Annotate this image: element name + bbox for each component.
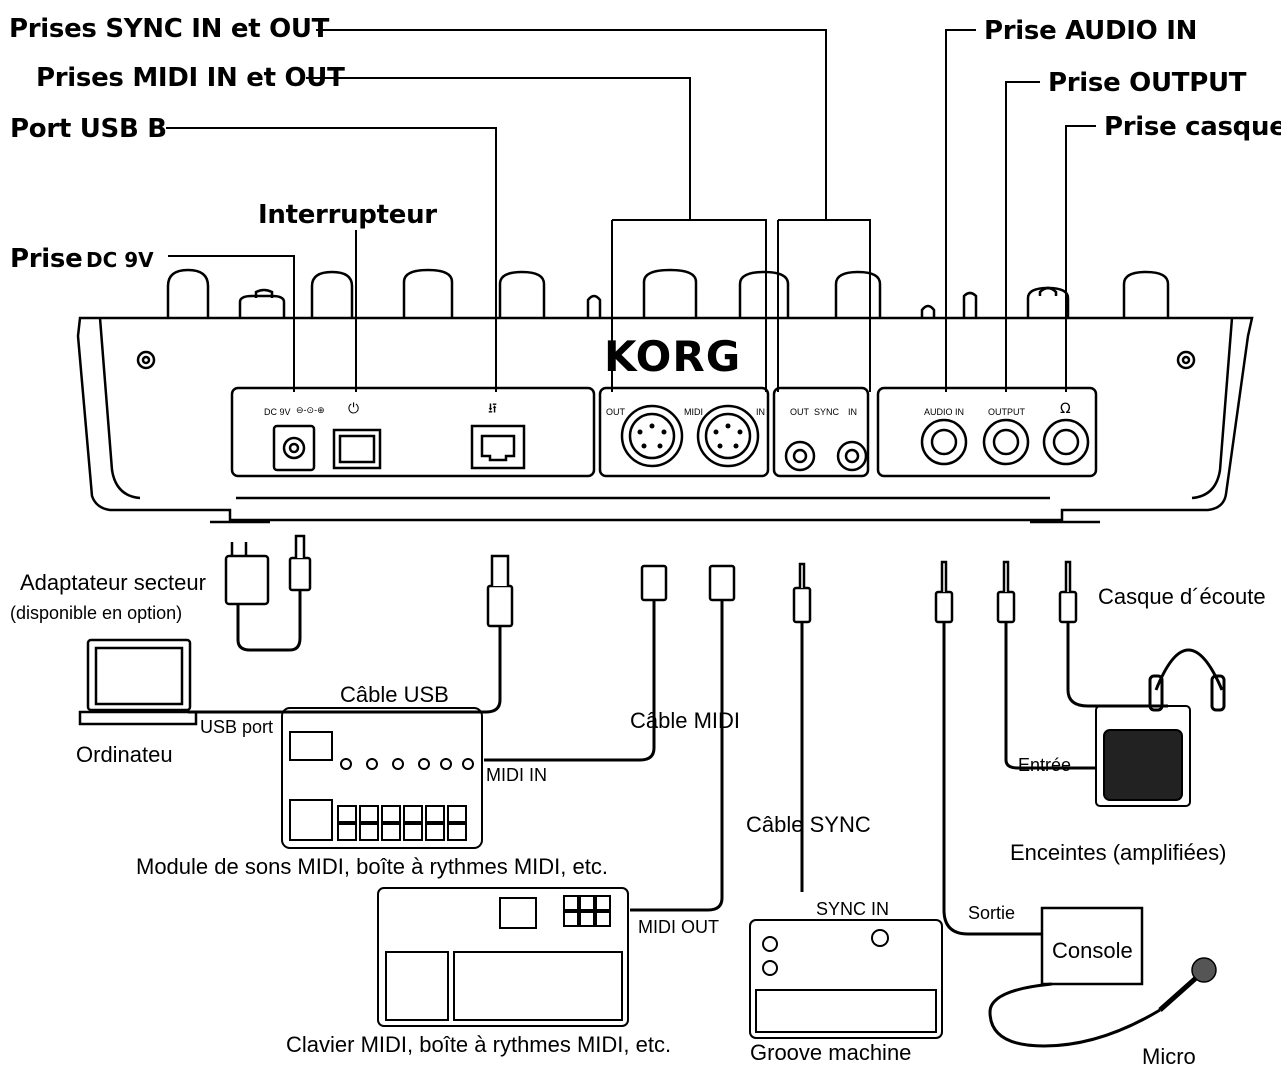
audio-in-panel-label: AUDIO IN (924, 407, 965, 417)
power-switch[interactable] (332, 428, 382, 470)
speaker (1095, 705, 1191, 807)
headphones (1148, 648, 1226, 712)
midi-panel-label: MIDI (684, 407, 703, 417)
sync-cable-label: Câble SYNC (746, 812, 871, 837)
phones-jack[interactable] (1042, 418, 1090, 466)
sync-out-jack[interactable] (784, 440, 816, 472)
sync-in-jack[interactable] (836, 440, 868, 472)
dc-panel-label: DC 9V (264, 407, 291, 417)
output-callout: Prise OUTPUT (1048, 68, 1247, 98)
headphones-icon: Ω (1060, 401, 1071, 417)
midi-plug-2 (708, 564, 736, 602)
audio-in-callout: Prise AUDIO IN (984, 16, 1198, 46)
sync-panel-label: SYNC (814, 407, 840, 417)
console-output-label: Sortie (968, 903, 1016, 923)
midi-jacks-callout: Prises MIDI IN et OUT (36, 63, 345, 93)
power-switch-callout: Interrupteur (258, 200, 437, 230)
usb-b-port[interactable] (470, 424, 526, 470)
ac-adapter (224, 554, 270, 606)
adapter-note: (disponible en option) (10, 603, 183, 623)
adapter-label: Adaptateur secteur (20, 570, 206, 595)
console (1040, 906, 1144, 986)
console-label: Console (1052, 938, 1133, 963)
korg-logo: KORG (604, 332, 742, 381)
cables (188, 582, 1168, 1048)
usb-plug (486, 584, 514, 628)
keyboard-label: Clavier MIDI, boîte à rythmes MIDI, etc. (286, 1032, 672, 1057)
computer-label: Ordinateu (76, 742, 173, 767)
sound-module (281, 707, 483, 849)
midi-pins (637, 423, 743, 449)
dc-jack-callout: Prise (10, 244, 83, 274)
headphones-label: Casque d´écoute (1098, 584, 1266, 609)
dc-jack-callout-suffix: DC 9V (86, 248, 154, 272)
module-midi-in-label: MIDI IN (486, 765, 547, 785)
power-icon: ⏻ (348, 401, 360, 417)
midi-out-panel-label: OUT (606, 407, 625, 417)
sync-in-panel-label: IN (848, 407, 857, 417)
laptop (78, 638, 198, 726)
top-knobs (166, 268, 1170, 318)
sync-out-panel-label: OUT (790, 407, 809, 417)
audio-in-jack[interactable] (920, 418, 968, 466)
midi-in-panel-label: IN (756, 407, 765, 417)
speaker-brand: KORG (1124, 713, 1150, 722)
groove-machine (749, 919, 943, 1039)
dc-jack[interactable] (272, 424, 316, 472)
output-jack[interactable] (982, 418, 1030, 466)
midi-in-jack[interactable] (696, 404, 760, 468)
midi-out-jack[interactable] (620, 404, 684, 468)
usb-port-label: USB port (200, 717, 274, 737)
usb-port-callout: Port USB B (10, 114, 167, 144)
usb-cable-label: Câble USB (340, 682, 449, 707)
microphone (1158, 957, 1217, 1012)
plugs (224, 534, 1078, 628)
output-panel-label: OUTPUT (988, 407, 1025, 417)
speakers-label: Enceintes (amplifiées) (1010, 840, 1227, 865)
sync-jacks-callout: Prises SYNC IN et OUT (9, 14, 330, 44)
sync-plug (792, 586, 812, 624)
midi-plug-1 (640, 564, 668, 602)
module-label: Module de sons MIDI, boîte à rythmes MID… (136, 854, 608, 879)
usb-icon: ⭿ (488, 401, 498, 417)
dc-polarity-icon: ⊖-⊙-⊕ (296, 405, 325, 415)
keyboard-midi-out-label: MIDI OUT (638, 917, 719, 937)
synth-body (76, 316, 1254, 524)
groove-label: Groove machine (750, 1040, 912, 1065)
speaker-input-label: Entrée (1018, 755, 1072, 775)
phones-callout: Prise casque (1104, 112, 1281, 142)
groove-sync-in-label: SYNC IN (816, 899, 890, 919)
micro-label: Micro (1142, 1044, 1196, 1069)
midi-cable-label: Câble MIDI (630, 708, 741, 733)
midi-keyboard (377, 887, 629, 1027)
dc-plug (288, 556, 312, 592)
callout-lines (166, 29, 1096, 392)
